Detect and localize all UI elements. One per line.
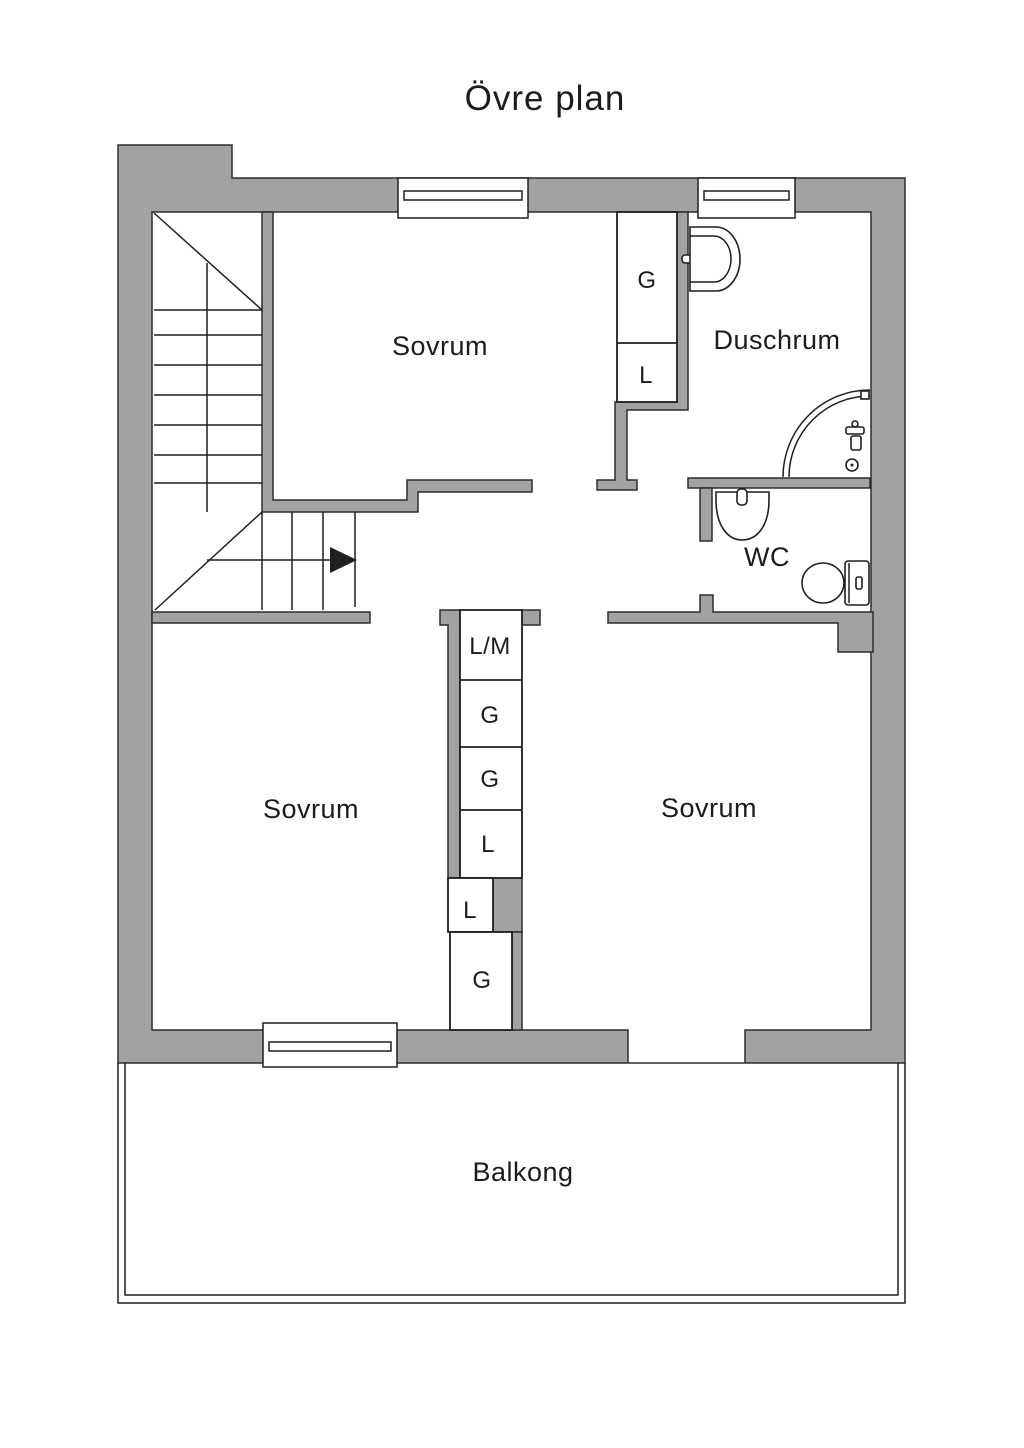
top-bedroom-bottom-wall	[261, 211, 533, 513]
closet-label-top-g: G	[637, 267, 656, 294]
wc-doorjamb-upper	[699, 487, 713, 542]
mid-closet-left-wall	[439, 609, 461, 879]
closet-label-mid-lm: L/M	[469, 633, 511, 660]
shower-icon	[782, 389, 871, 478]
staircase	[153, 212, 357, 611]
mid-closet-bottom-strip	[511, 931, 523, 1031]
room-label-shower-room: Duschrum	[713, 325, 840, 355]
closet-label-mid-g2: G	[480, 766, 499, 793]
mid-closet-block	[492, 877, 523, 933]
window-shower-room	[697, 177, 796, 219]
room-label-bedroom-right: Sovrum	[661, 793, 757, 823]
room-label-bedroom-left: Sovrum	[263, 794, 359, 824]
closet-label-top-l: L	[639, 362, 653, 389]
balcony-outline	[117, 1063, 906, 1304]
window-top-bedroom	[397, 177, 529, 219]
page-title: Övre plan	[465, 79, 626, 118]
closet-low-g	[449, 931, 513, 1031]
closet-label-mid-l: L	[481, 831, 495, 858]
closet-label-mid-g1: G	[480, 702, 499, 729]
sink-icon	[681, 226, 741, 292]
stair-direction-arrow	[207, 547, 357, 573]
room-label-wc: WC	[744, 542, 790, 572]
room-label-balcony: Balkong	[472, 1157, 573, 1187]
below-wc-wall	[607, 594, 874, 653]
window-bottom-bedroom	[262, 1022, 398, 1068]
closet-top	[616, 211, 678, 403]
mid-closet-right-cap	[521, 609, 541, 626]
room-label-bedroom-top: Sovrum	[392, 331, 488, 361]
closet-mid	[459, 609, 523, 879]
shower-wc-divider-wall	[687, 477, 871, 489]
wc-sink-icon	[715, 488, 770, 541]
top-closet-wall	[596, 211, 689, 491]
toilet-icon	[801, 560, 870, 606]
closet-label-low-l: L	[463, 897, 477, 924]
below-stairs-wall	[151, 611, 371, 624]
closet-label-low-g: G	[472, 967, 491, 994]
